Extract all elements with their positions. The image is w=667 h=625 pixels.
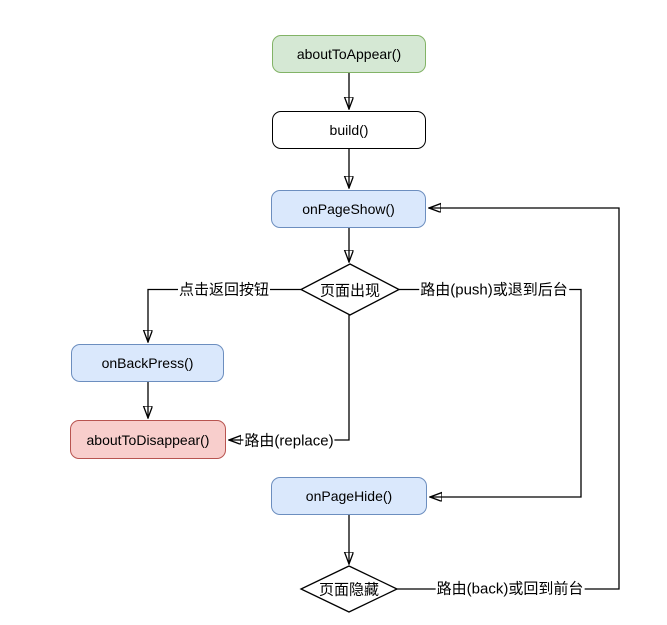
decision-page-hide-shape: [299, 565, 399, 613]
edge-label-route-push-or-background: 路由(push)或退到后台: [419, 278, 569, 300]
node-aboutToDisappear: aboutToDisappear(): [70, 420, 226, 459]
edge-label-route-back-or-foreground: 路由(back)或回到前台: [435, 577, 585, 599]
decision-page-appear-label: 页面出现: [319, 282, 381, 300]
node-onBackPress: onBackPress(): [71, 344, 224, 382]
edge-pageHide-to-onPageShow: [397, 208, 620, 590]
node-build: build(): [272, 111, 426, 149]
node-onPageShow: onPageShow(): [271, 190, 426, 228]
decision-page-appear-shape: [299, 263, 401, 316]
edge-label-click-back-button: 点击返回按钮: [177, 278, 271, 300]
decision-page-hide-label: 页面隐藏: [318, 581, 380, 599]
edge-pageAppear-to-aboutToDisappear: [229, 315, 350, 440]
node-onPageHide: onPageHide(): [271, 477, 427, 515]
edge-label-route-replace: 路由(replace): [243, 429, 335, 451]
node-aboutToAppear: aboutToAppear(): [272, 35, 426, 73]
edge-pageAppear-to-onPageHide: [399, 288, 582, 498]
